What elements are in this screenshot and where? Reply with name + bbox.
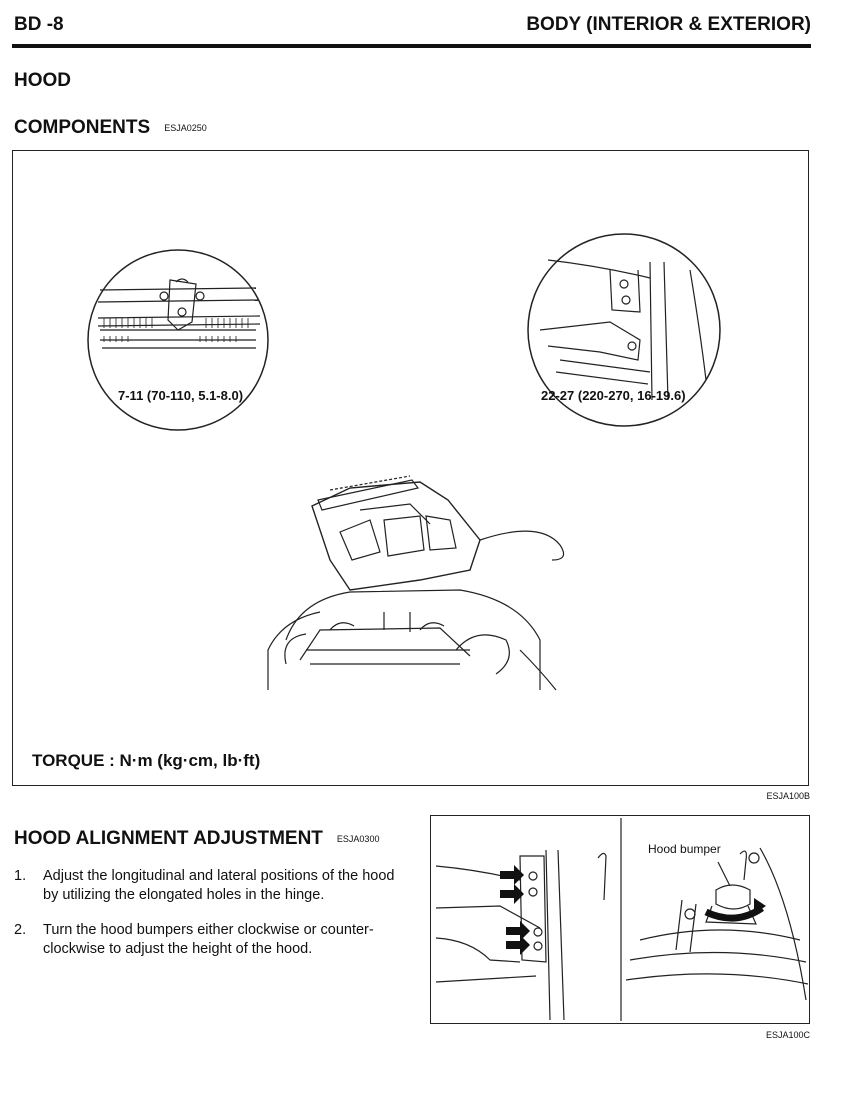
- components-title: COMPONENTS: [14, 117, 151, 138]
- alignment-code: ESJA0300: [336, 834, 380, 844]
- step-number: 2.: [14, 922, 27, 938]
- step-text: Adjust the longitudinal and lateral posi…: [43, 868, 395, 903]
- components-heading: COMPONENTS ESJA0250: [14, 117, 207, 139]
- alignment-title: HOOD ALIGNMENT ADJUSTMENT: [14, 828, 323, 849]
- adjust-arrows: [500, 865, 530, 955]
- step-number: 1.: [14, 868, 27, 884]
- alignment-step-1: 1. Adjust the longitudinal and lateral p…: [14, 867, 403, 905]
- header-rule: [12, 44, 811, 48]
- components-figure: [12, 150, 809, 786]
- components-code: ESJA0250: [164, 123, 207, 133]
- car-open-hood-illustration: [267, 475, 565, 691]
- hood-heading: HOOD: [14, 70, 71, 91]
- alignment-figure-code: ESJA100C: [765, 1030, 810, 1040]
- hood-bumper-label: Hood bumper: [648, 842, 721, 856]
- components-figure-code: ESJA100B: [766, 791, 810, 801]
- section-code: BD -8: [14, 14, 64, 35]
- torque-units-legend: TORQUE : N·m (kg·cm, lb·ft): [32, 751, 261, 770]
- alignment-figure: [430, 815, 810, 1024]
- alignment-hinge-illustration: [435, 818, 622, 1021]
- torque-label-latch: 7-11 (70-110, 5.1-8.0): [118, 388, 244, 403]
- alignment-step-2: 2. Turn the hood bumpers either clockwis…: [14, 921, 403, 959]
- chapter-title: BODY (INTERIOR & EXTERIOR): [526, 14, 811, 35]
- step-text: Turn the hood bumpers either clockwise o…: [43, 922, 374, 957]
- torque-label-hinge: 22-27 (220-270, 16-19.6): [541, 388, 686, 403]
- latch-detail-illustration: [87, 249, 269, 431]
- hinge-detail-illustration: [527, 233, 721, 427]
- hood-bumper-illustration: [625, 847, 809, 1001]
- alignment-heading: HOOD ALIGNMENT ADJUSTMENT ESJA0300: [14, 828, 379, 850]
